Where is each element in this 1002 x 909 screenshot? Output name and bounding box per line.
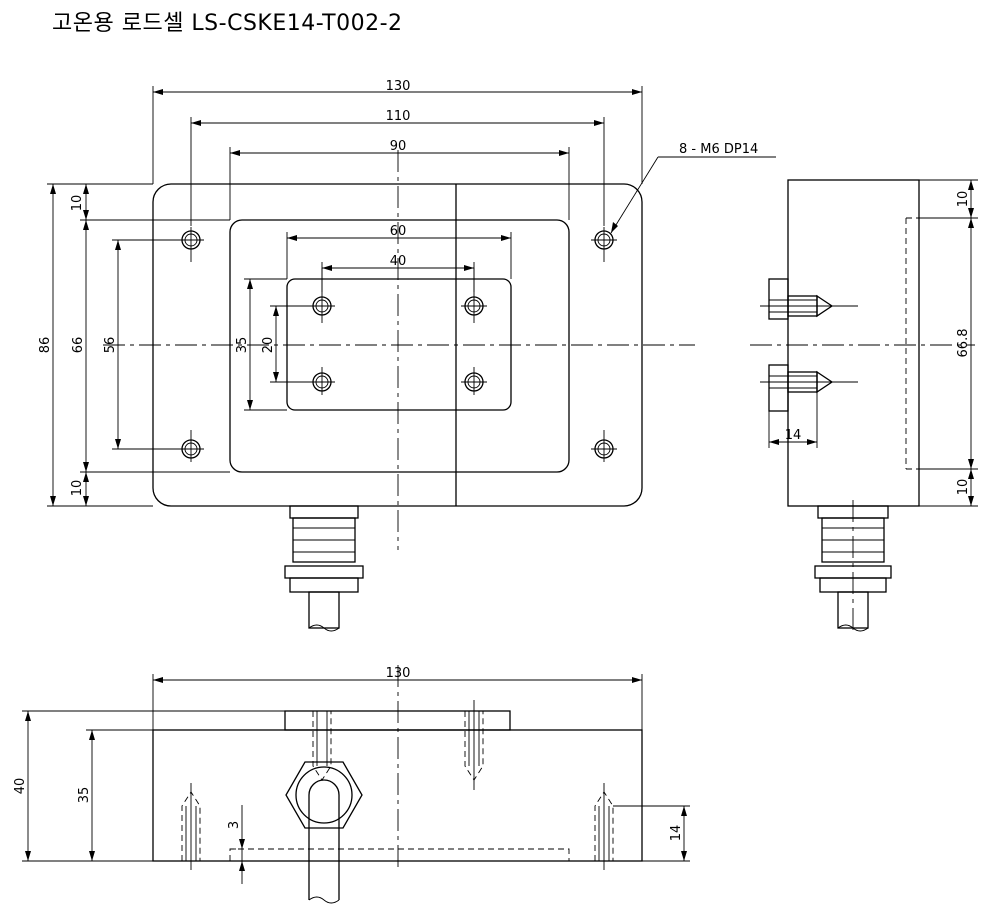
mounting-hole — [178, 227, 204, 262]
bottom-hidden-plate — [229, 848, 570, 861]
dim-width-130: 130 — [386, 79, 411, 94]
mounting-hole — [591, 227, 617, 262]
drawing-title: 고온용 로드셀 LS-CSKE14-T002-2 — [52, 11, 403, 36]
bottom-dim-14: 14 — [669, 825, 684, 842]
side-bolt — [760, 278, 858, 320]
dim-hole-pitch-20: 20 — [261, 337, 276, 354]
dim-width-90: 90 — [390, 139, 407, 154]
threaded-hole — [464, 700, 484, 790]
front-inner-plate — [229, 219, 570, 473]
side-view: 10 66.8 10 14 — [750, 179, 978, 632]
bottom-view: 130 40 35 3 14 — [13, 665, 690, 904]
mounting-hole — [461, 367, 487, 395]
bottom-dim-130: 130 — [386, 666, 411, 681]
dim-bottom-margin-10: 10 — [70, 480, 85, 497]
dim-hole-pitch-40: 40 — [390, 254, 407, 269]
side-dim-bottom-10: 10 — [956, 479, 971, 496]
hex-nut-cable — [285, 761, 363, 904]
hole-callout: 8 - M6 DP14 — [679, 142, 758, 157]
dim-hole-pitch-110: 110 — [386, 109, 411, 124]
dim-width-60: 60 — [390, 224, 407, 239]
side-dim-66-8: 66.8 — [956, 329, 971, 358]
threaded-hole — [181, 783, 201, 870]
dim-height-35: 35 — [235, 337, 250, 354]
bottom-dim-40: 40 — [13, 778, 28, 795]
threaded-hole — [312, 711, 332, 781]
dim-top-margin-10: 10 — [70, 195, 85, 212]
side-dim-14: 14 — [785, 428, 802, 443]
mounting-hole — [309, 367, 335, 395]
side-body — [787, 179, 920, 507]
dim-height-86: 86 — [38, 337, 53, 354]
threaded-hole — [594, 783, 614, 870]
cable-gland — [284, 505, 364, 632]
front-load-plate — [286, 278, 512, 411]
bottom-dim-35: 35 — [77, 787, 92, 804]
dim-hole-pitch-56: 56 — [103, 337, 118, 354]
front-view: 130 110 90 60 40 86 66 10 — [38, 79, 776, 632]
mounting-hole — [591, 430, 617, 462]
dim-height-66: 66 — [71, 337, 86, 354]
bottom-dim-3: 3 — [227, 821, 242, 829]
bottom-top-plate — [284, 710, 511, 731]
mounting-hole — [178, 430, 204, 462]
side-dim-top-10: 10 — [956, 191, 971, 208]
bottom-body — [152, 729, 643, 862]
side-cable-gland — [814, 500, 892, 632]
side-bolt — [760, 364, 858, 412]
